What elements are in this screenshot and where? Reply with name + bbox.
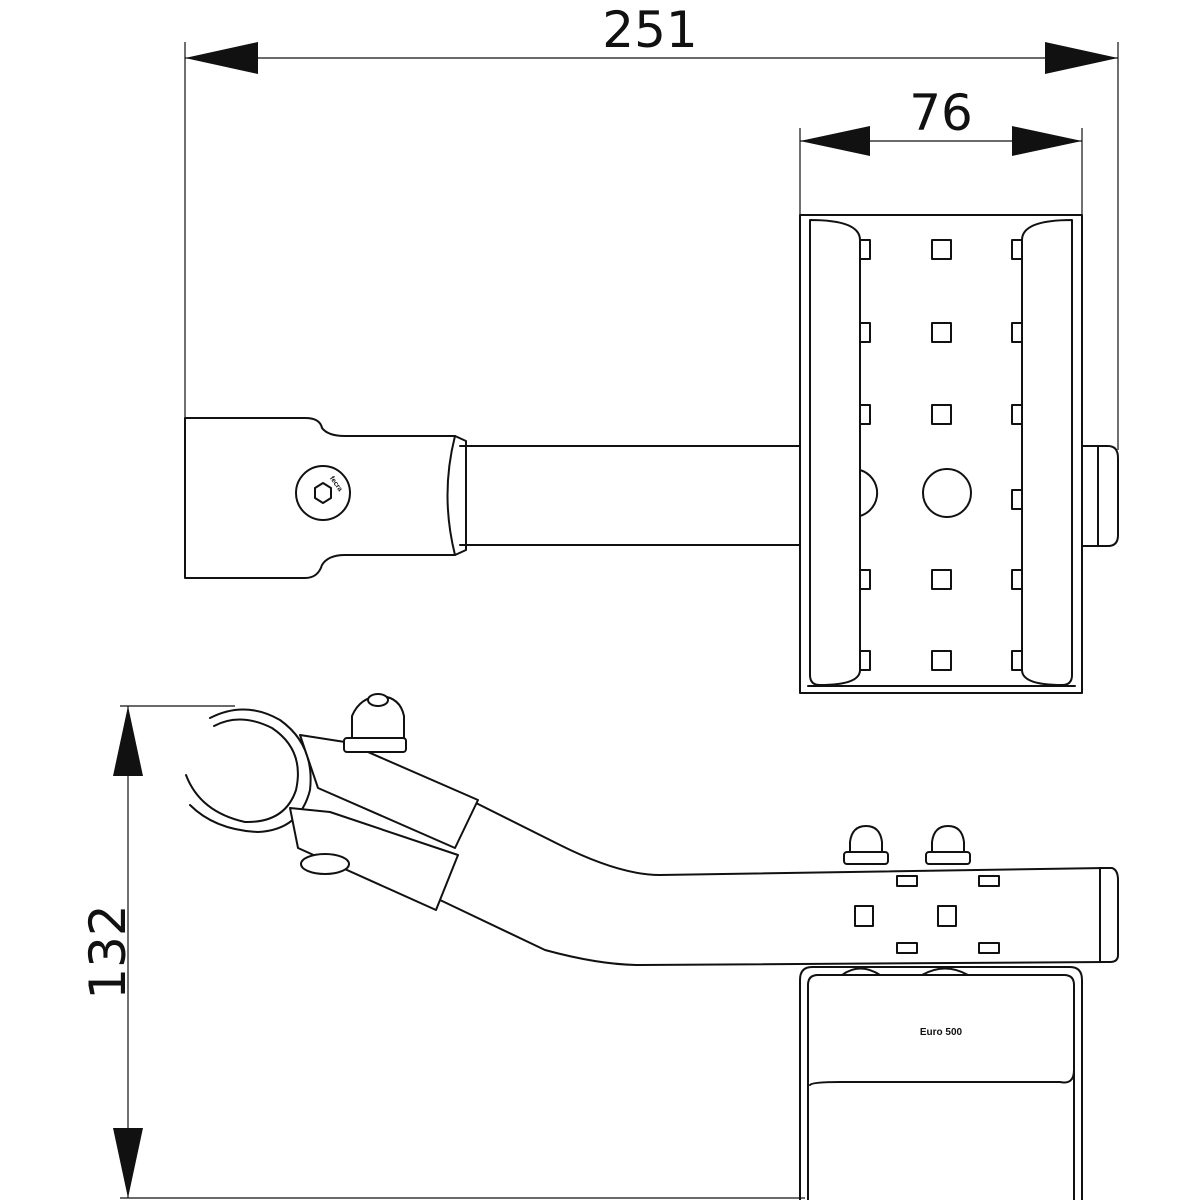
dimension-height: 132 xyxy=(79,705,805,1199)
hex-socket-icon xyxy=(314,482,332,504)
arm-side xyxy=(439,799,1119,966)
dimension-label-132: 132 xyxy=(79,904,137,999)
rod-end-cap xyxy=(1081,445,1119,547)
bolt-underside xyxy=(300,853,350,875)
cap-nuts-arm xyxy=(843,825,971,865)
clamp-block-top: fecra xyxy=(184,417,467,579)
bolt-head-top xyxy=(295,465,351,521)
dimension-plate-width: 76 xyxy=(799,84,1083,215)
top-view: 251 76 fecra xyxy=(184,1,1119,694)
step-plate-top xyxy=(799,214,1119,694)
dimension-label-76: 76 xyxy=(909,84,973,142)
arm-rod-top xyxy=(459,445,801,546)
arm-side-holes xyxy=(854,875,1000,954)
clamp-side xyxy=(185,693,479,911)
mounting-bracket: Euro 500 xyxy=(799,966,1083,1200)
model-label: Euro 500 xyxy=(920,1027,963,1038)
side-view: 132 xyxy=(79,693,1119,1200)
plate-holes xyxy=(859,239,1023,671)
dimension-label-251: 251 xyxy=(602,1,697,59)
dimension-overall-length: 251 xyxy=(184,1,1119,450)
